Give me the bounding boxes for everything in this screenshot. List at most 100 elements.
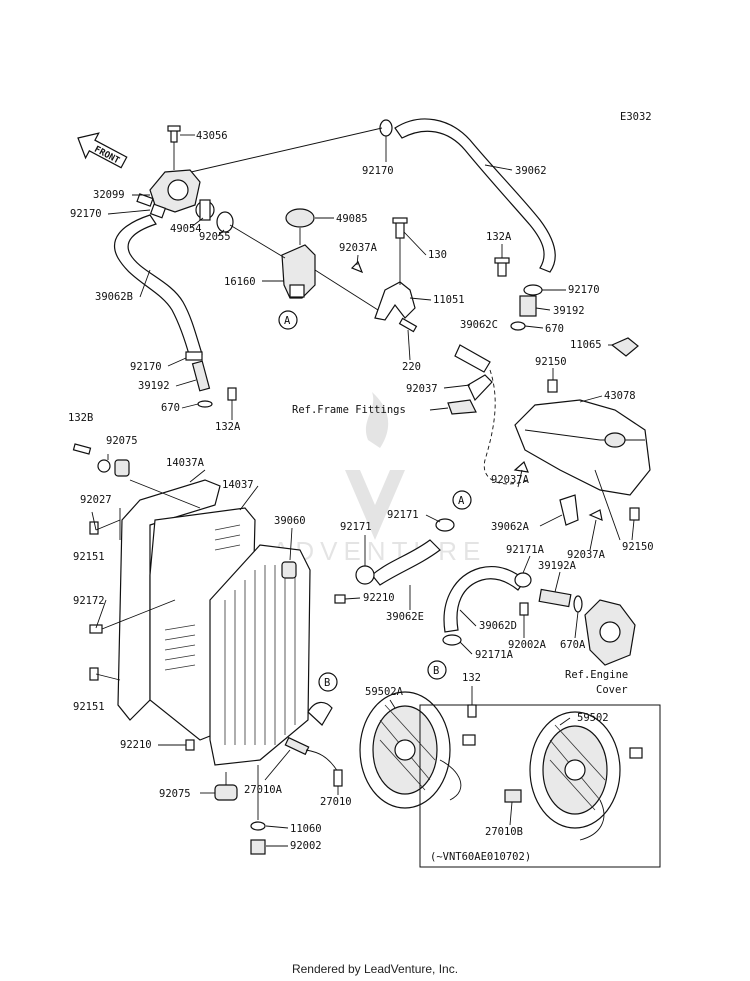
clamp-92171A-upper bbox=[514, 572, 532, 588]
front-arrow-icon: FRONT bbox=[77, 132, 128, 169]
thermostat-49054 bbox=[195, 199, 215, 221]
part-label: 49085 bbox=[336, 213, 368, 225]
part-label: 92170 bbox=[130, 361, 162, 373]
hose-39062B bbox=[113, 214, 203, 359]
part-label: 39062B bbox=[95, 291, 133, 303]
part-label: 39062A bbox=[491, 521, 530, 533]
part-labels: 43056 32099 92170 49054 92055 39062B 921… bbox=[68, 130, 654, 852]
part-label: 92075 bbox=[159, 788, 191, 800]
clamp-92171-left bbox=[355, 565, 375, 585]
part-label: 132B bbox=[68, 412, 93, 424]
hose-39062 bbox=[394, 118, 556, 273]
fan-59502A bbox=[359, 691, 476, 809]
switch-27010B bbox=[504, 789, 522, 803]
switch-27010 bbox=[333, 769, 343, 787]
fan-59502 bbox=[529, 711, 643, 841]
part-label: 39192A bbox=[538, 560, 577, 572]
part-label: 92170 bbox=[70, 208, 102, 220]
fitting-39192-right bbox=[519, 295, 537, 317]
part-label: 59502 bbox=[577, 712, 609, 724]
grommet-92075-upper bbox=[114, 459, 130, 477]
part-label: 92055 bbox=[199, 231, 231, 243]
part-label: 92210 bbox=[120, 739, 152, 751]
part-label: 92037A bbox=[339, 242, 378, 254]
washer-11060 bbox=[250, 821, 266, 831]
part-label: 92037A bbox=[567, 549, 606, 561]
ref-cover: Cover bbox=[596, 684, 628, 696]
leader-lines bbox=[91, 134, 635, 847]
footer-credit: Rendered by LeadVenture, Inc. bbox=[291, 962, 459, 976]
part-label: 220 bbox=[402, 361, 421, 373]
ref-engine: Ref.Engine bbox=[565, 669, 628, 681]
callout-a-left: A bbox=[278, 310, 298, 330]
bolt-92002A bbox=[519, 602, 529, 616]
svg-text:A: A bbox=[284, 315, 291, 327]
part-label: 132A bbox=[215, 421, 241, 433]
part-label: 92170 bbox=[568, 284, 600, 296]
bolt-92172 bbox=[89, 624, 103, 634]
clip-92210-mid bbox=[334, 594, 346, 604]
svg-text:A: A bbox=[458, 495, 465, 507]
bolt-132B bbox=[72, 443, 92, 455]
part-label: 39062C bbox=[460, 319, 498, 331]
clip-92037 bbox=[467, 374, 493, 402]
part-label: 92037A bbox=[491, 474, 530, 486]
part-label: 130 bbox=[428, 249, 447, 261]
ref-frame-fittings: Ref.Frame Fittings bbox=[292, 404, 406, 416]
part-label: 32099 bbox=[93, 189, 125, 201]
part-label: 39062E bbox=[386, 611, 424, 623]
bolt-132 bbox=[467, 704, 477, 718]
part-label: 92171 bbox=[340, 521, 372, 533]
hose-39062E bbox=[371, 539, 441, 586]
radiator-core-fins bbox=[224, 565, 296, 745]
part-label: 670 bbox=[161, 402, 180, 414]
svg-text:B: B bbox=[324, 677, 330, 689]
watermark-text: ADVENTURE bbox=[272, 536, 486, 566]
part-label: 92210 bbox=[363, 592, 395, 604]
radiator-cap-49085 bbox=[285, 208, 315, 228]
part-label: 670A bbox=[560, 639, 586, 651]
part-label: 132A bbox=[486, 231, 512, 243]
part-label: 132 bbox=[462, 672, 481, 684]
hose-39062C bbox=[454, 344, 491, 373]
diagram-code: E3032 bbox=[620, 111, 652, 123]
callout-b-left: B bbox=[318, 672, 338, 692]
callout-b-right: B bbox=[427, 660, 447, 680]
part-label: 92171A bbox=[506, 544, 545, 556]
part-label: 49054 bbox=[170, 223, 202, 235]
fitting-39192A bbox=[538, 588, 572, 608]
shroud-14037A bbox=[117, 479, 221, 721]
washer-92027 bbox=[97, 459, 111, 473]
clip-92037A-upper bbox=[350, 260, 364, 274]
oring-670A bbox=[573, 595, 583, 613]
variant-note: (~VNT60AE010702) bbox=[430, 851, 531, 863]
part-label: 39062 bbox=[515, 165, 547, 177]
part-label: 39192 bbox=[553, 305, 585, 317]
bolt-130 bbox=[395, 221, 405, 239]
part-label: 39060 bbox=[274, 515, 306, 527]
part-label: 11065 bbox=[570, 339, 602, 351]
part-label: 11060 bbox=[290, 823, 322, 835]
drain-plug-92002 bbox=[250, 839, 266, 855]
part-label: 92037 bbox=[406, 383, 438, 395]
watermark-logo: ADVENTURE bbox=[272, 392, 486, 566]
part-label: 92075 bbox=[106, 435, 138, 447]
part-label: 39062D bbox=[479, 620, 517, 632]
part-label: 27010B bbox=[485, 826, 523, 838]
part-label: 59502A bbox=[365, 686, 404, 698]
clamp-92170-left bbox=[149, 203, 167, 219]
part-label: 92150 bbox=[622, 541, 654, 553]
part-label: 92027 bbox=[80, 494, 112, 506]
part-label: 92170 bbox=[362, 165, 394, 177]
part-label: 92171A bbox=[475, 649, 514, 661]
part-label: 92002 bbox=[290, 840, 322, 852]
bolt-92151-upper bbox=[89, 521, 99, 535]
grommet-92075-lower bbox=[214, 784, 238, 801]
part-label: 14037 bbox=[222, 479, 254, 491]
bolt-220 bbox=[398, 317, 418, 333]
clamp-92171A-lower bbox=[442, 634, 462, 646]
part-label: 43078 bbox=[604, 390, 636, 402]
part-label: 92002A bbox=[508, 639, 547, 651]
shroud-grille bbox=[164, 524, 241, 671]
